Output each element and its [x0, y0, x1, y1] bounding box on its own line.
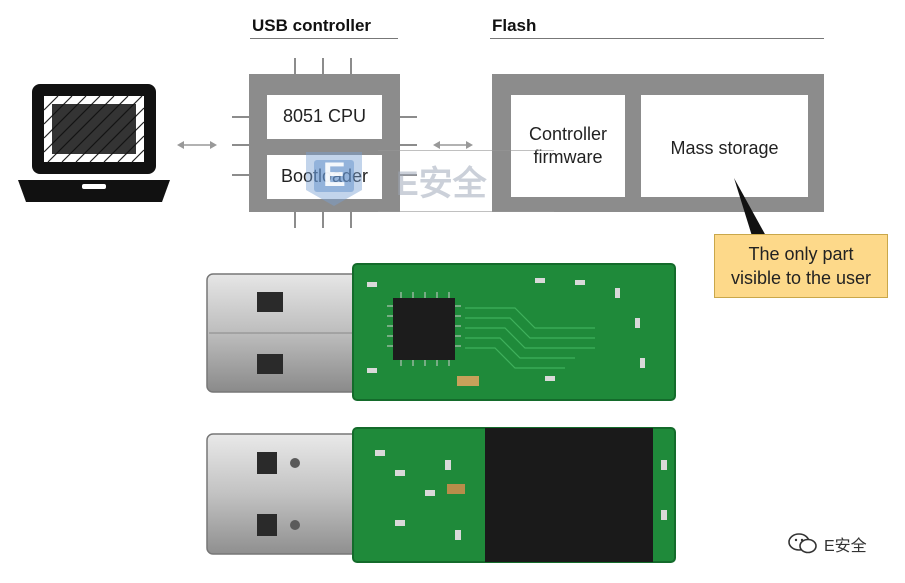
- callout-pointer: [734, 178, 766, 236]
- chip-pin: [350, 58, 352, 74]
- chip-pin: [232, 174, 249, 176]
- watermark-letter: E: [323, 156, 346, 194]
- bootloader-box: Bootloader: [267, 155, 382, 199]
- chip-pin: [350, 212, 352, 228]
- chip-pin: [294, 58, 296, 74]
- usb-controller-header-underline: [250, 38, 398, 39]
- controller-firmware-box: Controller firmware: [511, 95, 625, 197]
- double-arrow-icon: [177, 141, 217, 149]
- controller-firmware-label: Controller firmware: [528, 123, 608, 167]
- double-arrow-icon: [433, 141, 473, 149]
- chip-pin: [400, 116, 417, 118]
- flash-header: Flash: [492, 16, 537, 35]
- usb-stick-back-photo: [206, 427, 676, 563]
- wechat-icon: [788, 533, 817, 554]
- callout-text: The only part visible to the user: [730, 243, 872, 288]
- chip-pin: [400, 144, 417, 146]
- chip-pin: [232, 116, 249, 118]
- bootloader-label: Bootloader: [281, 165, 368, 188]
- chip-pin: [322, 58, 324, 74]
- laptop-icon: [18, 84, 170, 202]
- cpu-box: 8051 CPU: [267, 95, 382, 139]
- mass-storage-box: Mass storage: [641, 95, 808, 197]
- mass-storage-label: Mass storage: [670, 138, 779, 158]
- usb-controller-header: USB controller: [252, 16, 372, 35]
- source-credit: E安全: [788, 532, 867, 556]
- chip-pin: [294, 212, 296, 228]
- shield-logo-icon: [306, 152, 362, 206]
- usb-stick-front-photo: [206, 263, 676, 401]
- chip-pin: [232, 144, 249, 146]
- chip-pin: [400, 174, 417, 176]
- credit-text: E安全: [824, 538, 867, 555]
- flash-header-underline: [490, 38, 824, 39]
- chip-pin: [322, 212, 324, 228]
- cpu-label: 8051 CPU: [282, 106, 367, 127]
- user-visible-callout: The only part visible to the user: [714, 234, 888, 298]
- watermark-bracket: [378, 150, 554, 212]
- watermark: E E安全: [300, 150, 554, 212]
- watermark-text: E安全: [396, 165, 487, 203]
